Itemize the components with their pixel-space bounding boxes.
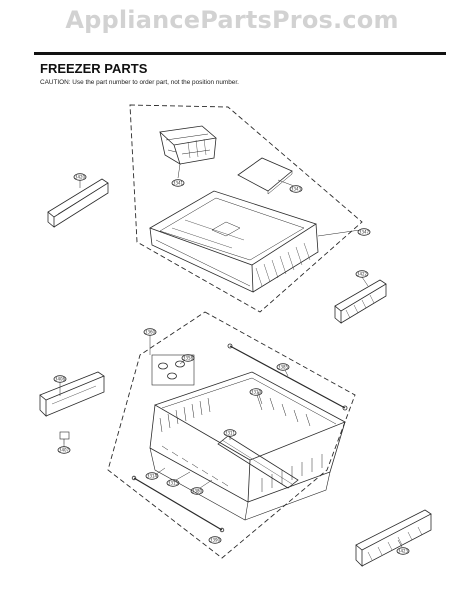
svg-text:3422: 3422 [357,272,368,277]
lower-freezer-basket [149,371,346,521]
callout-3311: 3311 [223,429,237,437]
left-top-rail [47,178,109,228]
callout-3358: 3358 [181,354,195,362]
bottom-rod [131,475,225,533]
callout-3385: 3385 [276,363,290,371]
svg-text:3314: 3314 [147,474,158,479]
header-rule [34,52,446,55]
left-lower-rail [39,371,105,417]
svg-text:3390: 3390 [210,538,221,543]
callout-3420: 3420 [73,173,87,181]
left-lower-bracket [59,431,70,444]
callout-3407: 3407 [57,446,71,454]
upper-drawer-tray [149,190,319,293]
wire-rod [227,343,348,411]
right-top-rail [334,279,387,324]
upper-small-basket [159,125,217,165]
callout-3314: 3314 [145,472,159,480]
callout-3343: 3343 [289,185,303,193]
callout-3408: 3408 [53,375,67,383]
lower-group-boundary [107,311,356,559]
svg-text:3408: 3408 [55,377,66,382]
svg-text:3407: 3407 [59,448,70,453]
svg-text:3343: 3343 [291,187,302,192]
callout-3315: 3315 [166,479,180,487]
upper-cover-panel [237,157,293,195]
svg-text:3341: 3341 [173,181,184,186]
svg-text:3310: 3310 [251,390,262,395]
caution-note: CAUTION: Use the part number to order pa… [40,79,239,86]
svg-text:3358: 3358 [183,356,194,361]
svg-text:3347: 3347 [359,230,370,235]
callout-3360: 3360 [143,328,157,336]
svg-text:3380: 3380 [192,489,203,494]
svg-text:3423: 3423 [398,549,409,554]
right-lower-rail [355,509,432,567]
callout-3347: 3347 [357,228,371,236]
svg-text:3315: 3315 [168,481,179,486]
page-title: FREEZER PARTS [40,61,148,76]
svg-text:3420: 3420 [75,175,86,180]
svg-text:3360: 3360 [145,330,156,335]
callout-3310: 3310 [249,388,263,396]
upper-group-boundary [129,104,363,313]
cap-set [151,354,195,386]
svg-text:3311: 3311 [225,431,236,436]
site-watermark: AppliancePartsPros.com [65,6,399,34]
callout-3390: 3390 [208,536,222,544]
callout-3423: 3423 [396,547,410,555]
leader-lines [59,163,403,548]
svg-text:3385: 3385 [278,365,289,370]
callout-3422: 3422 [355,270,369,278]
callout-3341: 3341 [171,179,185,187]
callout-3380: 3380 [190,487,204,495]
